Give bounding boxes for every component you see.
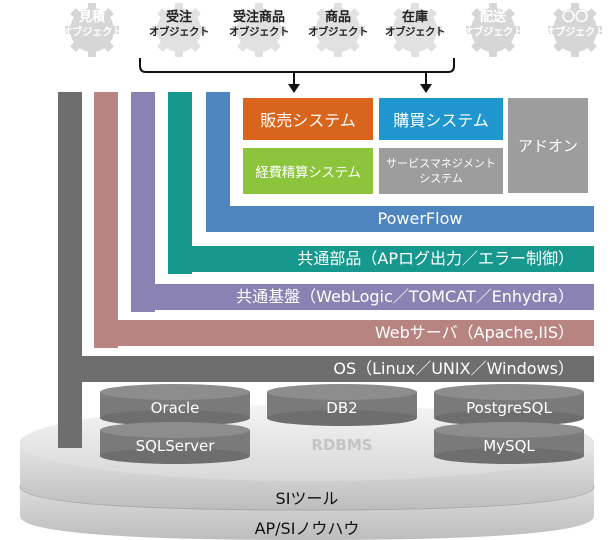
gear-label-1: 商品: [324, 10, 351, 25]
gear-shohin: 商品 オブジェクト: [299, 0, 377, 64]
cylinder-db2: [267, 384, 417, 426]
common-base-layer-column: [131, 92, 155, 312]
oracle-label: Oracle: [150, 399, 200, 417]
gear-label-1: 見積: [78, 10, 105, 25]
ap-si-knowhow-label: AP/SIノウハウ: [254, 519, 360, 538]
service-management-line1: サービスマネジメント: [386, 157, 496, 170]
cylinder-postgresql: [434, 384, 584, 426]
web-server-layer-column: [94, 92, 118, 348]
gear-label-2: オブジェクト: [229, 26, 290, 38]
gear-label-2: オブジェクト: [385, 26, 446, 38]
rdbms-label: RDBMS: [311, 436, 373, 454]
common-parts-layer-column: [168, 92, 192, 274]
postgresql-label: PostgreSQL: [466, 399, 552, 417]
gear-label-1: 在庫: [401, 10, 428, 25]
cylinder-mysql: [434, 422, 584, 464]
web-server-layer: Webサーバ（Apache,IIS）: [94, 320, 594, 346]
sales-system-box: 販売システム: [243, 98, 373, 140]
gear-mitsumori: 見積 オブジェクト: [53, 0, 131, 64]
purchase-system-box: 購買システム: [379, 98, 503, 140]
gear-other: 〇〇 オブジェクト: [536, 0, 614, 64]
gear-juchu: 受注 オブジェクト: [140, 0, 218, 64]
os-layer-column: [58, 92, 82, 448]
gear-label-1: 受注: [165, 10, 192, 25]
gear-zaiko: 在庫 オブジェクト: [376, 0, 454, 64]
sqlserver-label: SQLServer: [135, 437, 215, 455]
addon-box: アドオン: [508, 98, 588, 193]
service-management-box: サービスマネジメント システム: [379, 148, 503, 194]
powerflow-layer: PowerFlow: [206, 206, 594, 232]
gear-label-2: オブジェクト: [545, 26, 606, 38]
gear-haiso: 配送 オブジェクト: [454, 0, 532, 64]
service-management-line2: システム: [419, 172, 463, 185]
os-layer: OS（Linux／UNIX／Windows）: [58, 356, 594, 382]
mysql-label: MySQL: [483, 437, 535, 455]
gear-label-2: オブジェクト: [62, 26, 123, 38]
gear-juchu-shohin: 受注商品 オブジェクト: [220, 0, 298, 64]
cylinder-sqlserver: [100, 422, 250, 464]
gear-label-2: オブジェクト: [149, 26, 210, 38]
gear-label-1: 〇〇: [561, 10, 588, 25]
db2-label: DB2: [326, 399, 358, 417]
common-parts-layer: 共通部品（APログ出力／エラー制御）: [168, 246, 594, 272]
gear-label-1: 配送: [479, 10, 506, 25]
cylinder-oracle: [100, 384, 250, 426]
gear-label-2: オブジェクト: [308, 26, 369, 38]
common-base-layer: 共通基盤（WebLogic／TOMCAT／Enhydra）: [131, 284, 594, 310]
expense-system-box: 経費精算システム: [243, 148, 373, 194]
si-tools-label: SIツール: [275, 489, 339, 508]
gear-label-1: 受注商品: [232, 10, 285, 25]
gear-label-2: オブジェクト: [463, 26, 524, 38]
